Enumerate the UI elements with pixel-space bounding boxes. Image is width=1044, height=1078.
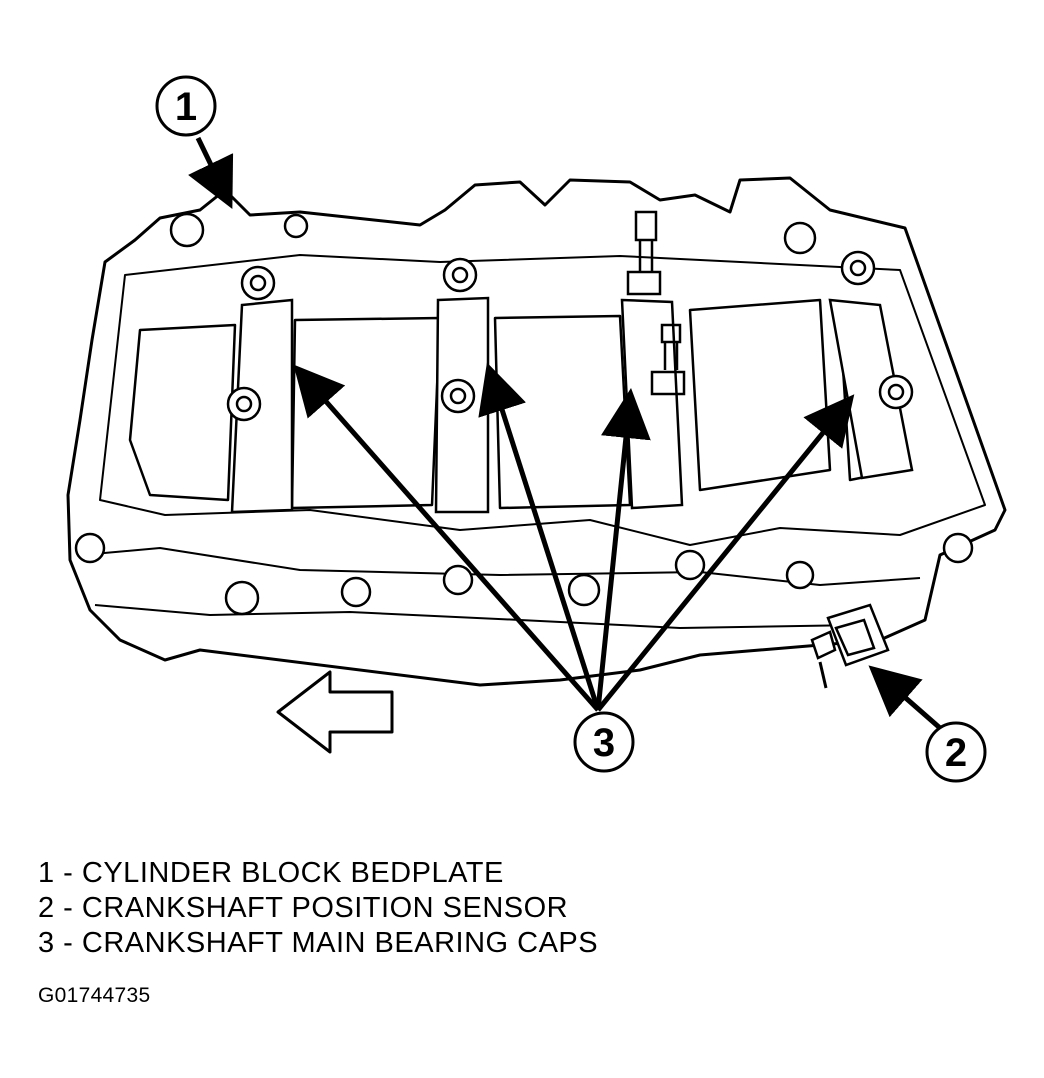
cylinder-block-bedplate [66, 176, 1007, 687]
studs [626, 210, 686, 396]
bolt-heads [74, 212, 974, 616]
legend-item: 1 - CYLINDER BLOCK BEDPLATE [38, 857, 504, 889]
legend-item: 2 - CRANKSHAFT POSITION SENSOR [38, 892, 569, 924]
callout-1: 1 [155, 75, 217, 137]
figure-id: G01744735 [38, 984, 151, 1007]
legend-item: 3 - CRANKSHAFT MAIN BEARING CAPS [38, 927, 599, 959]
front-direction-arrow-icon [276, 670, 394, 754]
callout-2: 2 [925, 721, 987, 783]
callout-1-label: 1 [175, 85, 197, 129]
callout-2-label: 2 [945, 731, 967, 775]
callout-3: 3 [573, 711, 635, 773]
bedplate-illustration: 1 3 2 [66, 75, 1007, 783]
leader-arrows [188, 136, 942, 730]
main-bearing-caps [230, 296, 914, 514]
callout-3-label: 3 [593, 721, 615, 765]
crankshaft-position-sensor [810, 603, 890, 689]
legend: 1 - CYLINDER BLOCK BEDPLATE 2 - CRANKSHA… [38, 856, 598, 961]
